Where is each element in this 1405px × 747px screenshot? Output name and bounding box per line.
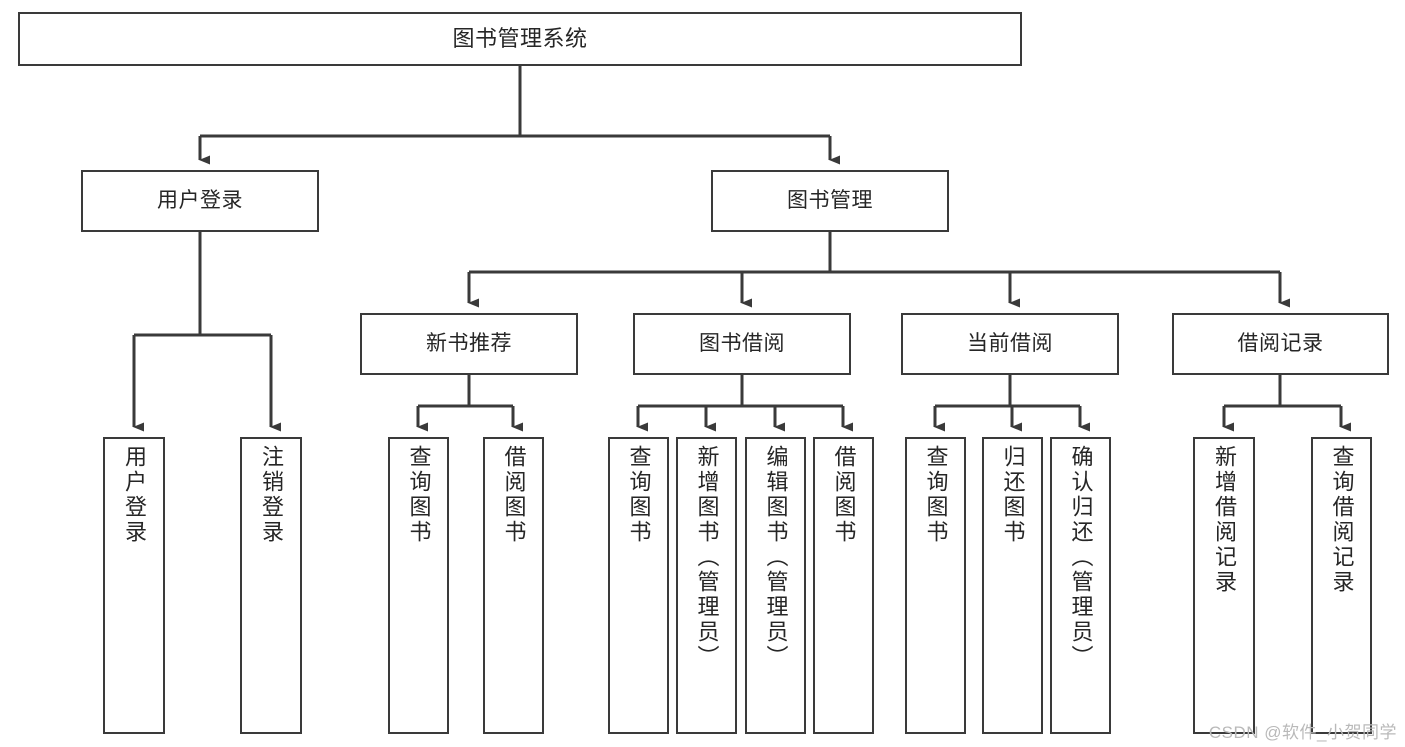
node-leaf-query-book-1[interactable]: 查询图书 — [388, 437, 449, 734]
node-leaf-edit-book[interactable]: 编辑图书（管理员） — [745, 437, 806, 734]
node-user-login[interactable]: 用户登录 — [81, 170, 319, 232]
node-current-borrow-label: 当前借阅 — [967, 332, 1053, 356]
node-leaf-query-book-2-label: 查询图书 — [626, 445, 652, 545]
node-leaf-add-book-label: 新增图书（管理员） — [694, 445, 720, 670]
node-leaf-borrow-book-2-label: 借阅图书 — [831, 445, 857, 545]
node-leaf-add-record[interactable]: 新增借阅记录 — [1193, 437, 1255, 734]
node-leaf-query-book-2[interactable]: 查询图书 — [608, 437, 669, 734]
node-new-book-recommend[interactable]: 新书推荐 — [360, 313, 578, 375]
node-leaf-add-record-label: 新增借阅记录 — [1212, 445, 1237, 595]
node-book-borrow-label: 图书借阅 — [699, 332, 785, 356]
node-leaf-query-record-label: 查询借阅记录 — [1329, 445, 1355, 595]
node-borrow-record-label: 借阅记录 — [1237, 332, 1324, 356]
node-leaf-edit-book-label: 编辑图书（管理员） — [763, 445, 789, 670]
node-user-login-label: 用户登录 — [157, 189, 243, 213]
node-root[interactable]: 图书管理系统 — [18, 12, 1022, 66]
node-leaf-return-book-label: 归还图书 — [1000, 445, 1026, 545]
watermark-text: CSDN @软件_小贺同学 — [1208, 723, 1397, 742]
node-leaf-query-book-3-label: 查询图书 — [923, 445, 949, 545]
node-new-book-recommend-label: 新书推荐 — [426, 332, 512, 356]
node-borrow-record[interactable]: 借阅记录 — [1172, 313, 1389, 375]
node-leaf-query-record[interactable]: 查询借阅记录 — [1311, 437, 1372, 734]
node-leaf-confirm-return-label: 确认归还（管理员） — [1068, 445, 1094, 670]
node-leaf-user-login-label: 用户登录 — [122, 445, 147, 545]
node-leaf-query-book-3[interactable]: 查询图书 — [905, 437, 966, 734]
node-current-borrow[interactable]: 当前借阅 — [901, 313, 1119, 375]
node-leaf-logout[interactable]: 注销登录 — [240, 437, 302, 734]
node-leaf-logout-label: 注销登录 — [259, 445, 284, 545]
node-book-manage-label: 图书管理 — [787, 189, 873, 213]
node-leaf-borrow-book-1-label: 借阅图书 — [501, 445, 527, 545]
node-leaf-add-book[interactable]: 新增图书（管理员） — [676, 437, 737, 734]
node-leaf-user-login[interactable]: 用户登录 — [103, 437, 165, 734]
node-leaf-query-book-1-label: 查询图书 — [406, 445, 432, 545]
node-book-borrow[interactable]: 图书借阅 — [633, 313, 851, 375]
node-leaf-confirm-return[interactable]: 确认归还（管理员） — [1050, 437, 1111, 734]
node-leaf-borrow-book-2[interactable]: 借阅图书 — [813, 437, 874, 734]
node-leaf-return-book[interactable]: 归还图书 — [982, 437, 1043, 734]
node-leaf-borrow-book-1[interactable]: 借阅图书 — [483, 437, 544, 734]
node-book-manage[interactable]: 图书管理 — [711, 170, 949, 232]
node-root-label: 图书管理系统 — [452, 25, 588, 51]
